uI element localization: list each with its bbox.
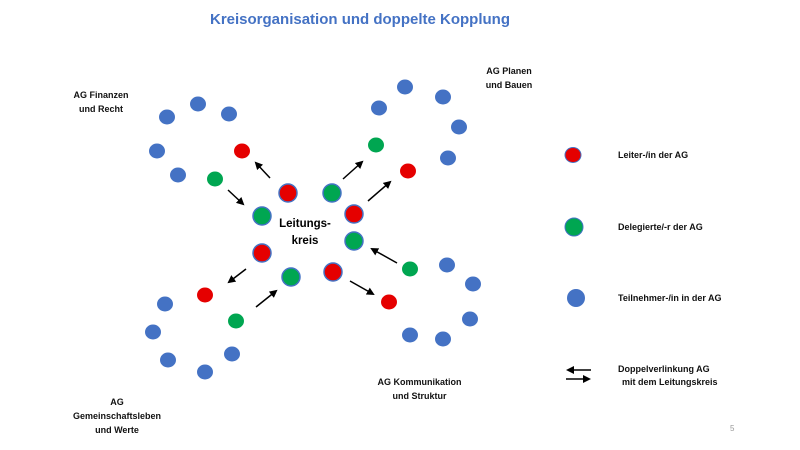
arrow	[227, 189, 245, 206]
member-dot	[435, 331, 451, 347]
member-dot	[170, 167, 186, 183]
group-label-gemeinschaft: AG Gemeinschaftsleben und Werte	[72, 397, 162, 435]
leader-dot	[344, 204, 364, 224]
member-dot	[157, 296, 173, 312]
legend-leader-dot	[564, 147, 582, 163]
legend-member-dot	[567, 289, 585, 307]
page-number: 5	[730, 424, 735, 433]
arrow	[349, 280, 375, 295]
group-kommunikation-circle	[381, 257, 481, 347]
member-dot	[160, 352, 176, 368]
member-dot	[224, 346, 240, 362]
arrow	[367, 180, 392, 202]
arrow	[255, 289, 278, 308]
leader-dot	[252, 243, 272, 263]
delegate-dot	[281, 267, 301, 287]
delegate-dot	[402, 261, 418, 277]
legend-member-label: Teilnehmer-/in in der AG	[618, 293, 722, 303]
member-dot	[435, 89, 451, 105]
group-label-kommunikation: AG Kommunikation und Struktur	[377, 377, 462, 401]
member-dot	[462, 311, 478, 327]
delegate-dot	[368, 137, 384, 153]
arrow	[227, 268, 247, 284]
legend-coupling-label: Doppelverlinkung AG mit dem Leitungskrei…	[618, 364, 718, 387]
leader-dot	[400, 163, 416, 179]
coupling-arrows	[227, 160, 398, 308]
member-dot	[371, 100, 387, 116]
group-gemeinschaft-circle	[145, 287, 244, 380]
group-finanzen-circle	[149, 96, 250, 187]
legend-leader-label: Leiter-/in der AG	[618, 150, 689, 160]
legend-delegate-dot	[564, 217, 584, 237]
delegate-dot	[207, 171, 223, 187]
leader-dot	[323, 262, 343, 282]
group-label-finanzen: AG Finanzen und Recht	[73, 90, 129, 114]
arrow	[370, 248, 398, 264]
arrow	[342, 160, 364, 180]
member-dot	[221, 106, 237, 122]
delegate-dot	[228, 313, 244, 329]
diagram-title: Kreisorganisation und doppelte Kopplung	[210, 11, 510, 28]
member-dot	[197, 364, 213, 380]
member-dot	[402, 327, 418, 343]
legend-delegate-label: Delegierte/-r der AG	[618, 222, 703, 232]
delegate-dot	[322, 183, 342, 203]
leitungskreis-circle	[252, 183, 364, 287]
delegate-dot	[344, 231, 364, 251]
leader-dot	[197, 287, 213, 303]
delegate-dot	[252, 206, 272, 226]
member-dot	[439, 257, 455, 273]
legend-symbols	[564, 147, 591, 383]
member-dot	[190, 96, 206, 112]
member-dot	[440, 150, 456, 166]
arrow	[254, 161, 271, 179]
leader-dot	[381, 294, 397, 310]
member-dot	[451, 119, 467, 135]
member-dot	[159, 109, 175, 125]
leitungskreis-label: Leitungs- kreis	[279, 218, 331, 247]
member-dot	[465, 276, 481, 292]
leader-dot	[278, 183, 298, 203]
group-planen-circle	[368, 79, 467, 179]
member-dot	[145, 324, 161, 340]
group-label-planen: AG Planen und Bauen	[485, 66, 533, 90]
leader-dot	[234, 143, 250, 159]
member-dot	[397, 79, 413, 95]
member-dot	[149, 143, 165, 159]
